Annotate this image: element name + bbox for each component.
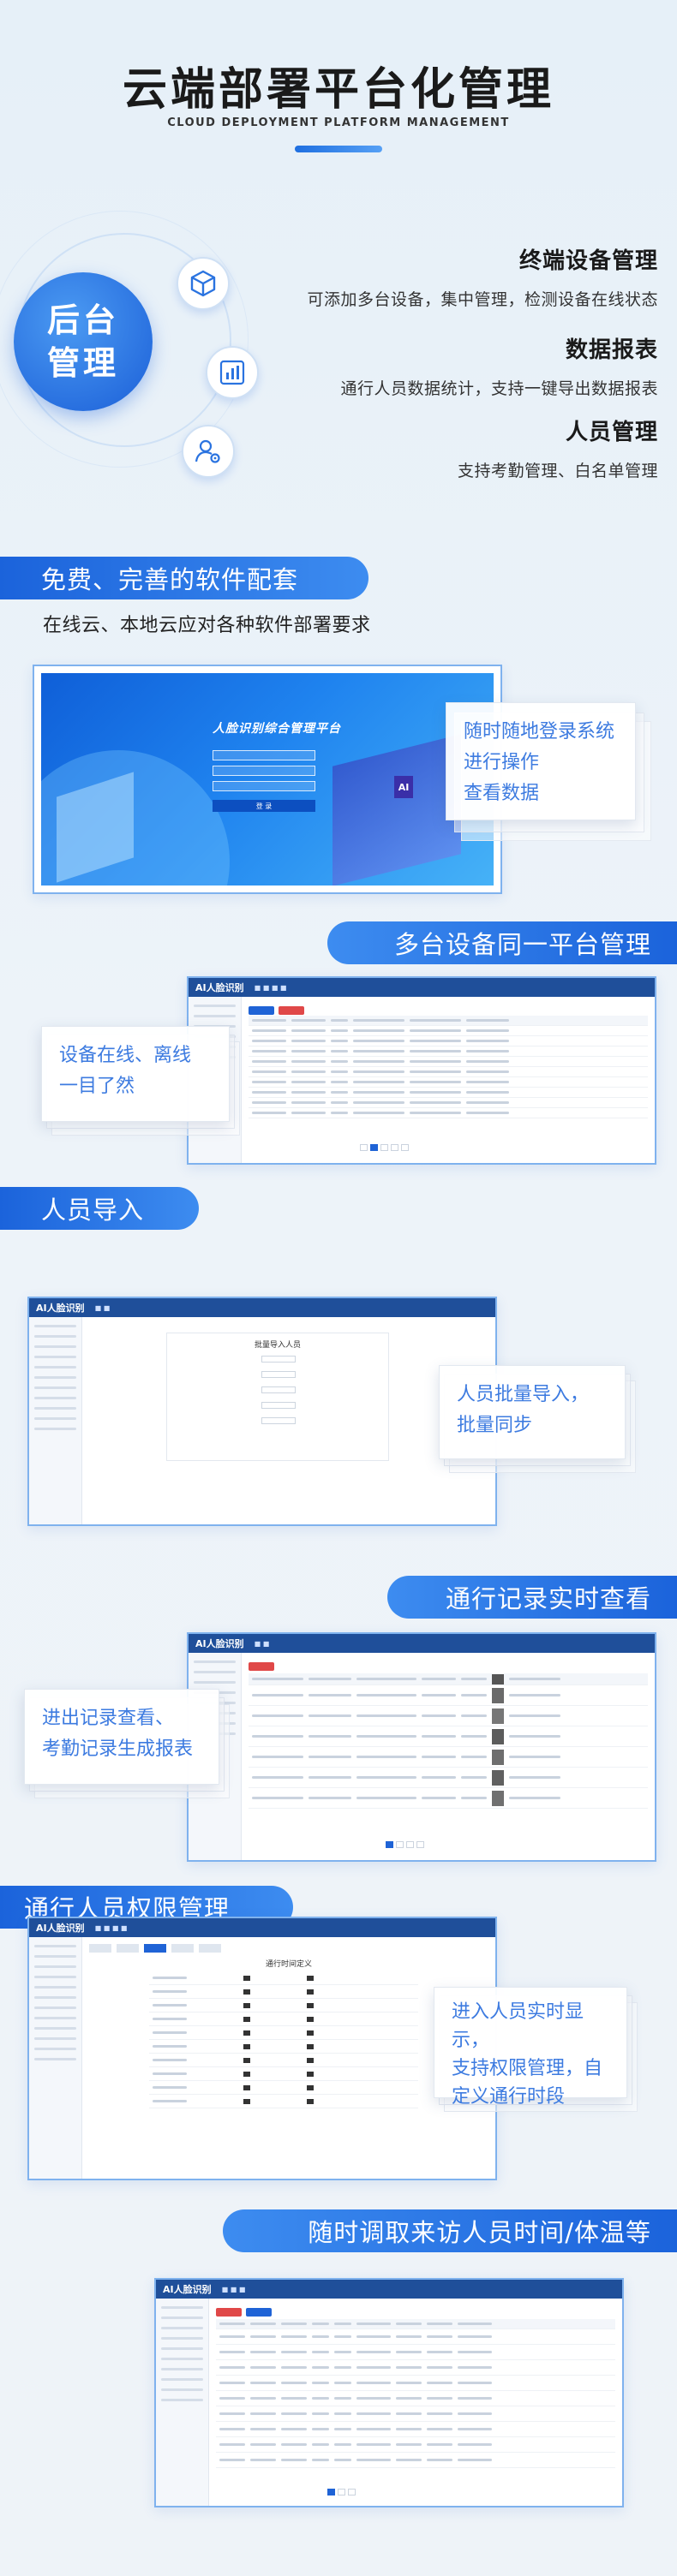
device-callout: 设备在线、离线 一目了然 <box>41 1026 230 1122</box>
login-screenshot: AI 人脸识别综合管理平台 登 录 <box>41 673 494 886</box>
feature-title: 人员管理 <box>565 420 658 445</box>
tab-strip[interactable] <box>89 1944 488 1953</box>
app-logo: AI人脸识别 <box>36 1923 85 1934</box>
page-subtitle: CLOUD DEPLOYMENT PLATFORM MANAGEMENT <box>167 116 510 129</box>
form-select[interactable] <box>261 1386 296 1393</box>
callout-line: 批量同步 <box>457 1415 533 1436</box>
device-table <box>249 1016 648 1118</box>
callout-line: 进行操作 <box>464 752 540 773</box>
section-banner: 随时调取来访人员时间/体温等 <box>223 2209 677 2252</box>
app-sidebar <box>156 2299 209 2506</box>
app-header: AI人脸识别■ ■ <box>29 1298 495 1317</box>
username-input[interactable] <box>213 750 315 760</box>
section-banner: 通行记录实时查看 <box>387 1576 677 1619</box>
form-select[interactable] <box>261 1417 296 1424</box>
section-banner: 多台设备同一平台管理 <box>327 921 677 964</box>
feature-title: 数据报表 <box>565 337 658 363</box>
delete-button[interactable] <box>279 1006 305 1015</box>
app-sidebar <box>29 1317 82 1524</box>
app-logo: AI人脸识别 <box>195 982 244 993</box>
toolbar <box>249 1658 274 1674</box>
toolbar <box>216 2304 273 2320</box>
app-header: AI人脸识别■ ■ ■ ■ <box>29 1918 495 1937</box>
cube-icon <box>177 257 230 310</box>
form-select[interactable] <box>261 1402 296 1409</box>
pagination[interactable] <box>327 2489 356 2496</box>
backend-management-hub: 后台 管理 <box>14 272 153 411</box>
ai-chip-icon: AI <box>394 776 413 798</box>
callout-line: 随时随地登录系统 <box>464 721 615 742</box>
login-callout: 随时随地登录系统 进行操作 查看数据 <box>446 702 636 820</box>
visitor-records-screenshot: AI人脸识别■ ■ ■ <box>154 2278 624 2507</box>
records-table <box>249 1673 648 1809</box>
feature-personnel-management: 人员管理 支持考勤管理、白名单管理 <box>458 414 658 481</box>
callout-line: 考勤记录生成报表 <box>42 1738 194 1760</box>
app-header: AI人脸识别■ ■ ■ ■ <box>189 978 655 997</box>
login-system-title: 人脸识别综合管理平台 <box>213 722 341 736</box>
section-banner: 人员导入 <box>0 1187 199 1230</box>
callout-line: 进出记录查看、 <box>42 1708 175 1729</box>
app-logo: AI人脸识别 <box>195 1638 244 1649</box>
section-banner: 免费、完善的软件配套 <box>0 557 368 599</box>
callout-line: 进入人员实时显示， <box>452 2001 584 2051</box>
password-input[interactable] <box>213 766 315 776</box>
app-logo: AI人脸识别 <box>36 1303 85 1314</box>
title-underline <box>295 146 382 152</box>
user-gear-icon <box>182 425 235 478</box>
delete-button[interactable] <box>249 1662 274 1671</box>
feature-title: 终端设备管理 <box>518 248 658 274</box>
permission-screenshot: AI人脸识别■ ■ ■ ■ 通行时间定义 <box>27 1917 497 2180</box>
visitor-table <box>216 2319 615 2468</box>
hub-outer-ring <box>0 211 249 468</box>
section-subtitle: 在线云、本地云应对各种软件部署要求 <box>43 615 371 636</box>
app-logo: AI人脸识别 <box>163 2284 212 2295</box>
import-form-title: 批量导入人员 <box>254 1341 301 1350</box>
time-rules-table <box>149 1971 418 2108</box>
import-form: 批量导入人员 <box>166 1333 389 1461</box>
bar-chart-icon <box>206 346 259 399</box>
add-button[interactable] <box>249 1006 274 1015</box>
pagination[interactable] <box>360 1144 409 1151</box>
form-select[interactable] <box>261 1356 296 1363</box>
callout-line: 定义通行时段 <box>452 2086 566 2108</box>
export-button[interactable] <box>246 2308 273 2317</box>
callout-line: 查看数据 <box>464 783 540 804</box>
toolbar <box>249 1002 648 1018</box>
feature-device-management: 终端设备管理 可添加多台设备，集中管理，检测设备在线状态 <box>307 243 658 310</box>
hub-label-line1: 后台 <box>46 301 119 339</box>
login-screenshot-frame: AI 人脸识别综合管理平台 登 录 <box>33 665 502 894</box>
device-list-screenshot: AI人脸识别■ ■ ■ ■ <box>187 976 656 1165</box>
feature-desc: 可添加多台设备，集中管理，检测设备在线状态 <box>307 290 658 309</box>
permission-callout: 进入人员实时显示， 支持权限管理，自 定义通行时段 <box>434 1987 627 2108</box>
import-callout: 人员批量导入， 批量同步 <box>439 1365 626 1459</box>
pagination[interactable] <box>386 1841 424 1848</box>
feature-data-report: 数据报表 通行人员数据统计，支持一键导出数据报表 <box>340 332 658 399</box>
app-header: AI人脸识别■ ■ ■ <box>156 2280 622 2299</box>
app-header: AI人脸识别■ ■ <box>189 1634 655 1653</box>
iso-illustration-right <box>333 734 461 886</box>
app-sidebar <box>29 1937 82 2179</box>
feature-desc: 通行人员数据统计，支持一键导出数据报表 <box>340 379 658 398</box>
page-title: 云端部署平台化管理 <box>122 64 554 116</box>
records-callout: 进出记录查看、 考勤记录生成报表 <box>24 1689 219 1785</box>
access-records-screenshot: AI人脸识别■ ■ <box>187 1632 656 1862</box>
time-definition-title: 通行时间定义 <box>265 1960 312 1969</box>
callout-line: 设备在线、离线 <box>59 1045 192 1066</box>
captcha-input[interactable] <box>213 781 315 791</box>
form-select[interactable] <box>261 1371 296 1378</box>
callout-line: 支持权限管理，自 <box>452 2058 603 2079</box>
callout-line: 一目了然 <box>59 1076 135 1097</box>
hub-label-line2: 管理 <box>46 344 119 382</box>
import-screenshot: AI人脸识别■ ■ 批量导入人员 <box>27 1297 497 1526</box>
callout-line: 人员批量导入， <box>457 1384 590 1405</box>
feature-desc: 支持考勤管理、白名单管理 <box>457 462 658 480</box>
login-button[interactable]: 登 录 <box>213 800 315 812</box>
delete-button[interactable] <box>216 2308 242 2317</box>
